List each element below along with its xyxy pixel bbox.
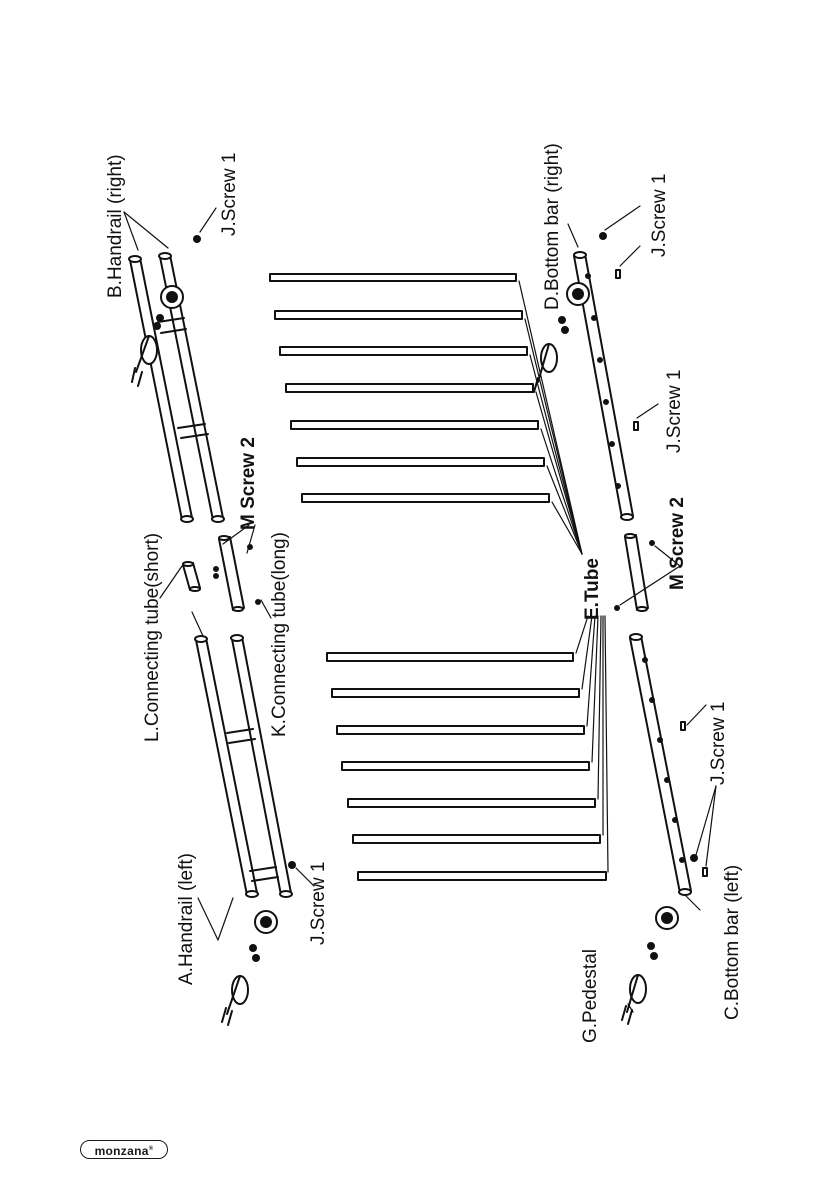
- connecting-long-mark: [256, 600, 260, 604]
- screw1-right-a-mark: [600, 233, 606, 239]
- label-screw1-right-a: J.Screw 1: [650, 174, 669, 257]
- caster-wheel-left: [222, 911, 277, 1025]
- caster-wheel-bottom-left: [622, 907, 678, 1024]
- connecting-tube-long: [219, 536, 244, 611]
- label-screw1-top-right: J.Screw 1: [220, 153, 239, 236]
- connecting-tube-short: [183, 562, 200, 591]
- screw1-top-right-mark: [194, 236, 200, 242]
- monzana-logo-text: monzana: [95, 1144, 149, 1158]
- label-handrail-right: B.Handrail (right): [106, 154, 125, 298]
- screw2-top-mark-a: [214, 567, 218, 571]
- label-tube: E.Tube: [583, 558, 602, 620]
- screw2-bottom-mark-b: [650, 541, 654, 545]
- tubes-lower: [327, 653, 606, 880]
- monzana-logo: monzana®: [80, 1140, 168, 1159]
- bottom-bar-left: [630, 634, 691, 895]
- label-bottom-bar-left: C.Bottom bar (left): [723, 865, 742, 1020]
- label-handrail-left: A.Handrail (left): [177, 853, 196, 985]
- label-screw2-top: M Screw 2: [239, 437, 258, 530]
- leader-lines: [124, 206, 716, 1012]
- screw1-bottom-left-mark-b: [691, 855, 697, 861]
- label-screw1-right-b: J.Screw 1: [665, 370, 684, 453]
- label-connecting-short: L.Connecting tube(short): [143, 533, 162, 742]
- screw1-bottom-left-mark-c: [703, 868, 707, 876]
- label-screw1-left: J.Screw 1: [309, 862, 328, 945]
- label-pedestal: G.Pedestal: [581, 949, 600, 1043]
- screw2-bottom-mark-a: [615, 606, 619, 610]
- label-bottom-bar-right: D.Bottom bar (right): [543, 143, 562, 310]
- screw1-right-b-mark: [616, 270, 620, 278]
- screw2-top-mark-b: [214, 574, 218, 578]
- screw1-right-c-mark: [634, 422, 638, 430]
- label-connecting-long: K.Connecting tube(long): [270, 532, 289, 737]
- tubes-upper: [270, 274, 549, 502]
- label-screw1-bottom-left: J.Screw 1: [709, 702, 728, 785]
- screw1-bottom-left-mark-a: [681, 722, 685, 730]
- screw1-left-mark: [289, 862, 295, 868]
- label-screw2-bottom: M Screw 2: [668, 497, 687, 590]
